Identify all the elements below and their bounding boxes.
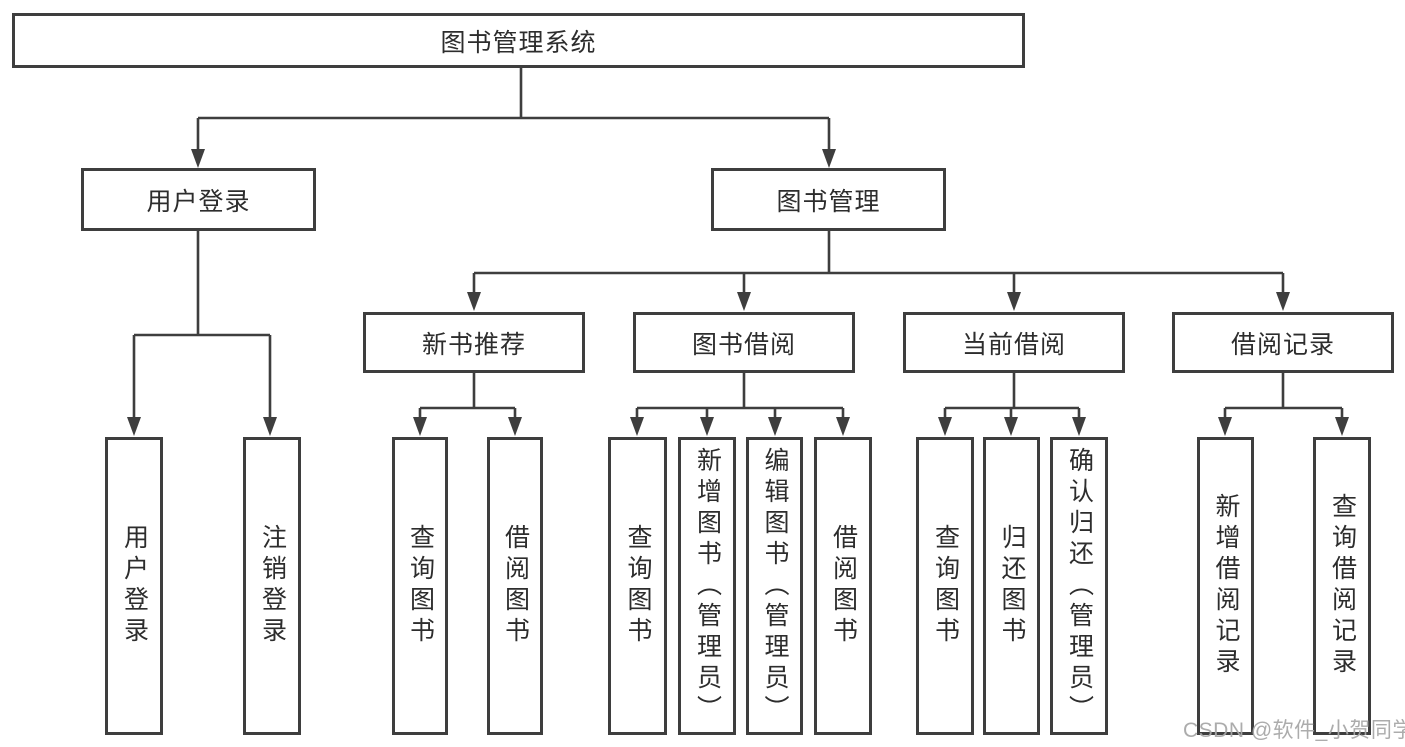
node-user-login: 用户登录 bbox=[81, 168, 316, 231]
leaf-add-borrow-record: 新增借阅记录 bbox=[1197, 437, 1254, 735]
node-label: 归还图书 bbox=[998, 524, 1026, 648]
node-label: 新增图书（管理员） bbox=[693, 446, 722, 726]
node-label: 确认归还（管理员） bbox=[1065, 446, 1094, 726]
node-label: 注销登录 bbox=[258, 524, 287, 648]
node-label: 借阅图书 bbox=[501, 524, 530, 648]
leaf-user-login: 用户登录 bbox=[105, 437, 163, 735]
leaf-query-books-3: 查询图书 bbox=[916, 437, 974, 735]
leaf-borrow-books-1: 借阅图书 bbox=[487, 437, 543, 735]
node-label: 查询图书 bbox=[624, 524, 652, 648]
node-new-book-recommend: 新书推荐 bbox=[363, 312, 585, 373]
leaf-query-books-2: 查询图书 bbox=[608, 437, 667, 735]
node-label: 当前借阅 bbox=[961, 330, 1066, 359]
node-label: 借阅记录 bbox=[1230, 330, 1335, 359]
node-label: 图书管理 bbox=[776, 187, 881, 216]
node-label: 新书推荐 bbox=[421, 330, 526, 359]
leaf-logout: 注销登录 bbox=[243, 437, 301, 735]
node-label: 新增借阅记录 bbox=[1212, 493, 1240, 679]
node-borrow-records: 借阅记录 bbox=[1172, 312, 1394, 373]
leaf-confirm-return-admin: 确认归还（管理员） bbox=[1050, 437, 1108, 735]
csdn-watermark: CSDN @软件_小贺同学 bbox=[1183, 719, 1405, 742]
leaf-query-books-1: 查询图书 bbox=[392, 437, 448, 735]
leaf-query-borrow-record: 查询借阅记录 bbox=[1313, 437, 1371, 735]
node-label: 图书借阅 bbox=[691, 330, 796, 359]
node-label: 查询借阅记录 bbox=[1328, 493, 1357, 679]
node-label: 用户登录 bbox=[146, 187, 251, 216]
node-book-borrow: 图书借阅 bbox=[633, 312, 855, 373]
node-root-library-system: 图书管理系统 bbox=[12, 13, 1025, 68]
node-label: 查询图书 bbox=[931, 524, 960, 648]
node-label: 图书管理系统 bbox=[440, 28, 597, 57]
node-current-borrow: 当前借阅 bbox=[903, 312, 1125, 373]
leaf-return-books: 归还图书 bbox=[983, 437, 1040, 735]
leaf-borrow-books-2: 借阅图书 bbox=[814, 437, 872, 735]
node-label: 用户登录 bbox=[120, 524, 149, 648]
node-label: 借阅图书 bbox=[829, 524, 858, 648]
leaf-add-books-admin: 新增图书（管理员） bbox=[678, 437, 736, 735]
leaf-edit-books-admin: 编辑图书（管理员） bbox=[746, 437, 803, 735]
node-book-management: 图书管理 bbox=[711, 168, 946, 231]
node-label: 编辑图书（管理员） bbox=[761, 446, 789, 726]
node-label: 查询图书 bbox=[406, 524, 435, 648]
